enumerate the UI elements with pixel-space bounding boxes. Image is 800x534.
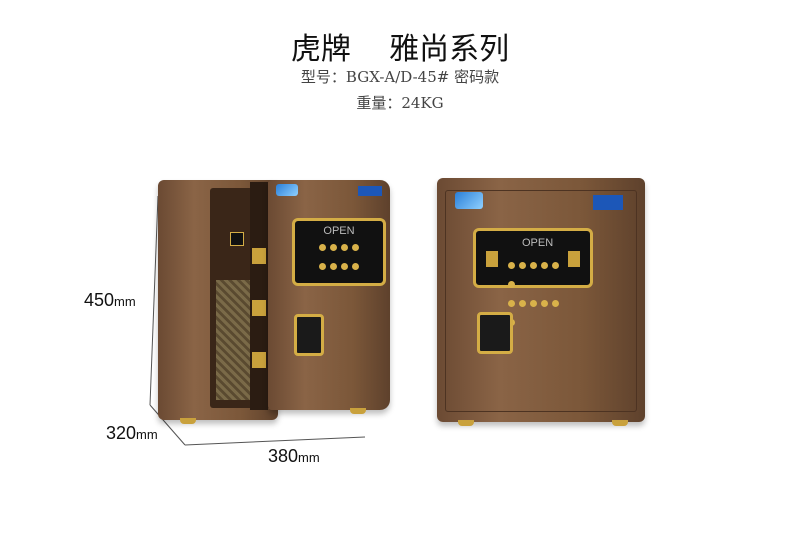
door-edge	[250, 182, 268, 410]
height-dimension: 450mm	[84, 290, 136, 310]
keypad-panel[interactable]: OPEN	[292, 218, 386, 286]
lock-display: OPEN	[323, 225, 355, 237]
width-dimension: 380mm	[268, 446, 320, 466]
open-safe-door[interactable]: OPEN	[268, 180, 390, 410]
closed-safe: OPEN	[437, 178, 645, 422]
product-weight: 重量：24KG	[356, 94, 444, 112]
brand-sticker	[455, 192, 483, 209]
door-handle[interactable]	[294, 314, 324, 356]
lock-display: OPEN	[522, 237, 554, 249]
keypad-panel[interactable]: OPEN	[473, 228, 593, 326]
model-number: 型号：BGX-A/D-45# 密码款	[300, 68, 500, 86]
product-title: 虎牌 雅尚系列	[290, 32, 510, 67]
door-handle[interactable]	[477, 312, 513, 354]
depth-dimension: 320mm	[106, 423, 158, 443]
barcode-sticker	[593, 195, 623, 210]
